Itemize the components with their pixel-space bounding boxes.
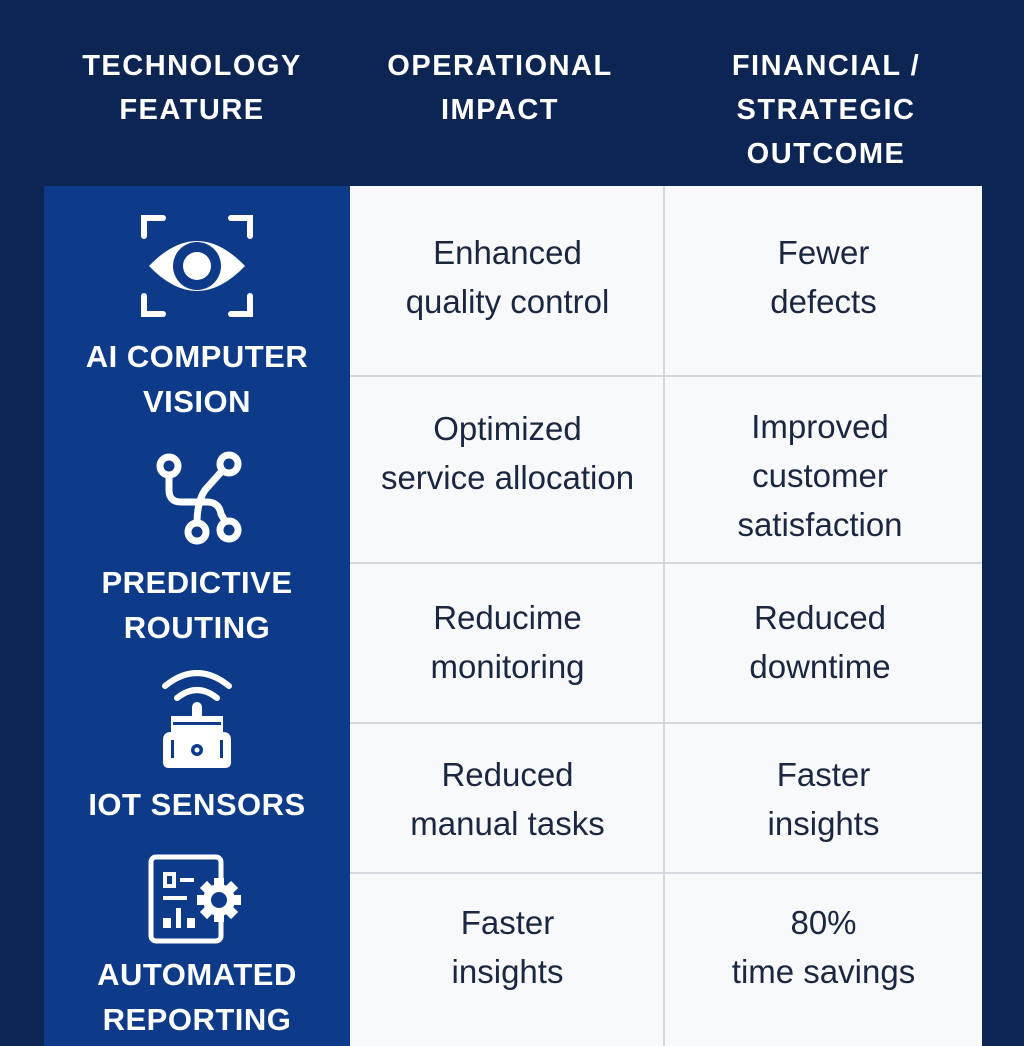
feature-label: ROUTING: [123, 610, 271, 645]
header-line: OPERATIONAL: [387, 50, 613, 82]
cell-operational: Optimized service allocation: [352, 380, 663, 526]
cell-line: Fewer: [777, 234, 870, 271]
feature-label: VISION: [142, 384, 252, 419]
wireless-sensor-icon: [162, 670, 232, 768]
row-divider: [350, 722, 982, 724]
header-line: IMPACT: [440, 94, 559, 126]
cell-financial: Improved customer satisfaction: [665, 380, 975, 570]
row-divider: [350, 872, 982, 874]
cell-line: Faster: [460, 904, 555, 941]
cell-operational: Enhanced quality control: [352, 202, 663, 352]
cell-line: customer: [752, 456, 888, 494]
cell-line: 80%: [790, 904, 857, 941]
header-operational-impact: OPERATIONAL IMPACT: [350, 44, 650, 132]
cell-line: downtime: [749, 648, 891, 685]
report-gear-icon: [148, 854, 241, 944]
cell-operational: Faster insights: [352, 874, 663, 1020]
cell-line: satisfaction: [737, 505, 903, 543]
cell-line: Faster: [776, 756, 871, 793]
feature-label: AUTOMATED: [97, 957, 297, 992]
header-line: TECHNOLOGY: [82, 50, 302, 82]
feature-automated-reporting: AUTOMATED REPORTING: [44, 854, 350, 1042]
cell-operational: Reduced manual tasks: [352, 724, 663, 874]
cell-operational: Reducime monitoring: [352, 564, 663, 720]
cell-line: insights: [451, 953, 564, 990]
cell-financial: Reduced downtime: [665, 564, 975, 720]
eye-scan-icon: [141, 215, 253, 317]
cell-financial: 80% time savings: [665, 874, 982, 1020]
feature-label: REPORTING: [102, 1002, 292, 1037]
header-line: FINANCIAL /: [731, 50, 921, 82]
cell-line: insights: [767, 805, 880, 842]
cell-line: defects: [770, 283, 877, 320]
cell-line: Reduced: [753, 599, 887, 636]
cell-line: Optimized: [433, 410, 582, 447]
row-divider: [350, 375, 982, 377]
cell-line: quality control: [405, 283, 610, 320]
row-divider: [350, 562, 982, 564]
impact-table: [350, 186, 982, 1046]
cell-line: Reducime: [433, 599, 582, 636]
feature-iot-sensors: IOT SENSORS: [44, 670, 350, 827]
header-technology-feature: TECHNOLOGY FEATURE: [44, 44, 340, 132]
feature-label: PREDICTIVE: [101, 565, 293, 600]
header-line: STRATEGIC: [736, 94, 916, 126]
routing-nodes-icon: [156, 451, 242, 545]
cell-line: time savings: [731, 953, 916, 990]
feature-ai-computer-vision: AI COMPUTER VISION: [44, 212, 350, 424]
header-line: OUTCOME: [746, 138, 906, 170]
header-financial-outcome: FINANCIAL / STRATEGIC OUTCOME: [664, 44, 988, 176]
feature-label: AI COMPUTER: [85, 339, 309, 374]
feature-predictive-routing: PREDICTIVE ROUTING: [44, 450, 350, 650]
cell-line: service allocation: [380, 459, 635, 496]
cell-line: manual tasks: [410, 805, 605, 842]
feature-label: IOT SENSORS: [88, 787, 306, 822]
cell-line: monitoring: [430, 648, 585, 685]
column-divider: [663, 186, 665, 1046]
cell-financial: Faster insights: [665, 724, 982, 874]
cell-financial: Fewer defects: [665, 202, 982, 352]
cell-line: Improved: [751, 407, 889, 445]
cell-line: Enhanced: [433, 234, 582, 271]
cell-line: Reduced: [441, 756, 574, 793]
header-line: FEATURE: [119, 94, 265, 126]
